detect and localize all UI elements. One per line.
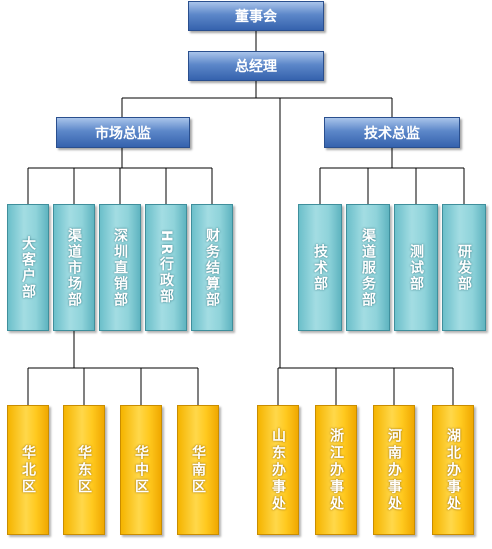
dept-channel-service: 渠道服务部 (346, 204, 390, 331)
dept-research-development: 研发部 (442, 204, 486, 331)
chairman-box: 董事会 (188, 1, 324, 31)
region-north-china: 华北区 (7, 405, 49, 535)
tech-director-box: 技术总监 (324, 117, 460, 148)
ceo-box: 总经理 (188, 51, 324, 81)
region-east-china: 华东区 (63, 405, 105, 535)
dept-channel-marketing: 渠道市场部 (53, 204, 95, 331)
dept-testing: 测试部 (394, 204, 438, 331)
dept-finance-settlement: 财务结算部 (191, 204, 233, 331)
office-hubei: 湖北办事处 (432, 405, 474, 535)
region-central-china: 华中区 (120, 405, 162, 535)
office-shandong: 山东办事处 (257, 405, 299, 535)
region-south-china: 华南区 (177, 405, 219, 535)
dept-shenzhen-direct-sales: 深圳直销部 (99, 204, 141, 331)
dept-key-accounts: 大客户部 (7, 204, 49, 331)
office-zhejiang: 浙江办事处 (315, 405, 357, 535)
office-henan: 河南办事处 (373, 405, 415, 535)
dept-hr-admin: HR行政部 (145, 204, 187, 331)
dept-technology: 技术部 (298, 204, 342, 331)
market-director-box: 市场总监 (56, 117, 190, 148)
